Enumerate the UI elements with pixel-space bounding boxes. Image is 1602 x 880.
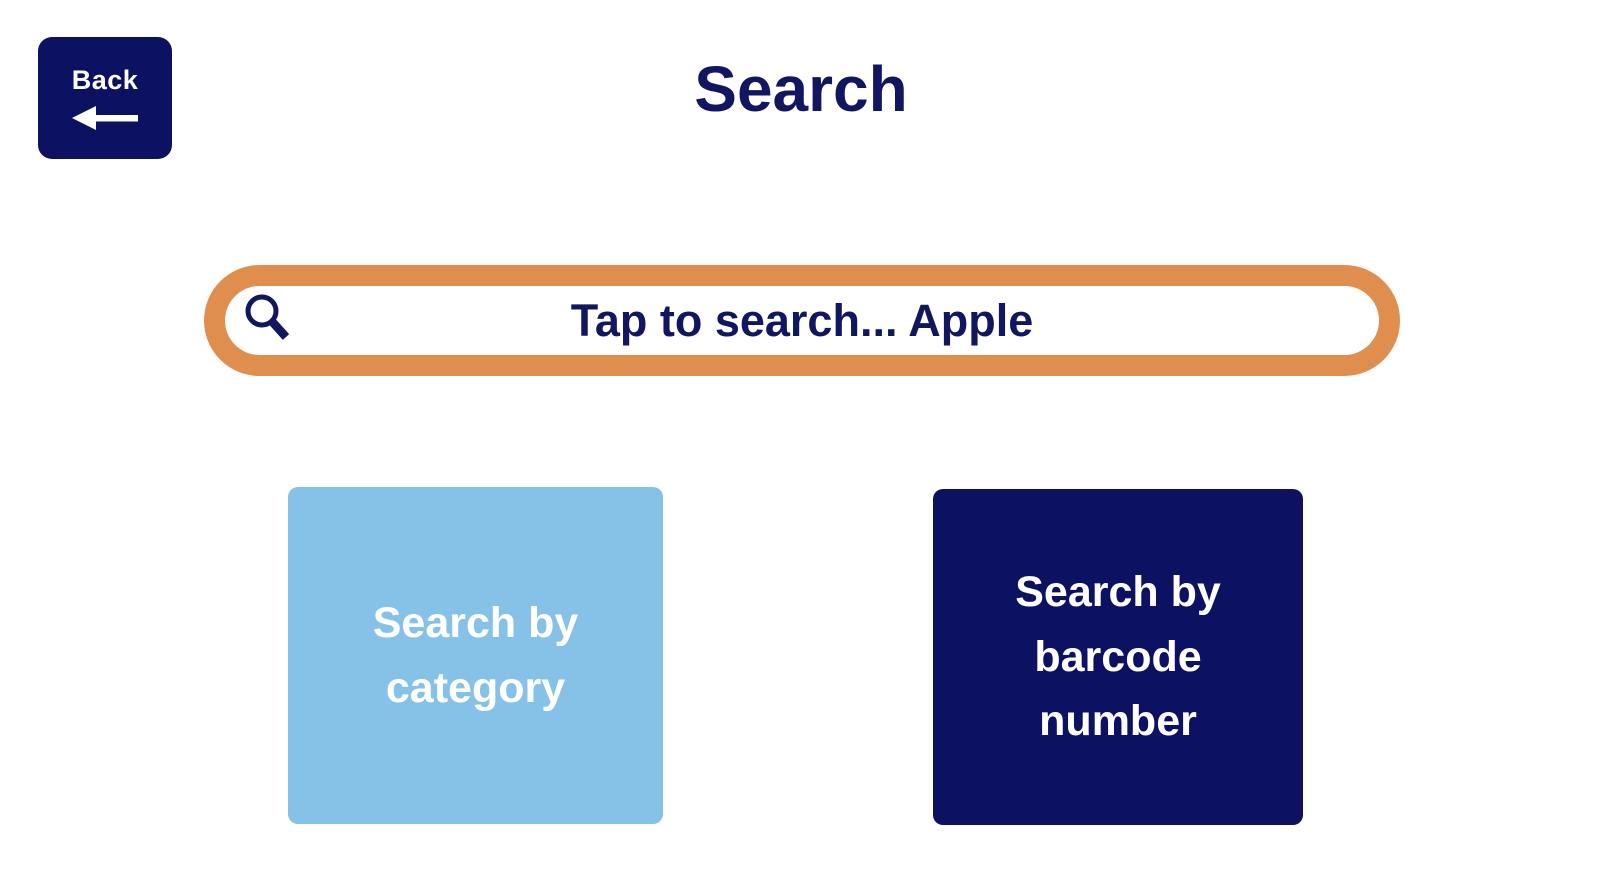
left-arrow-icon (70, 104, 140, 132)
search-input[interactable]: Tap to search... Apple (225, 286, 1379, 355)
search-input-value: Tap to search... Apple (570, 294, 1034, 346)
search-by-category-button[interactable]: Search by category (288, 487, 663, 824)
search-icon (241, 292, 299, 350)
back-button[interactable]: Back (38, 37, 172, 159)
back-button-label: Back (71, 64, 139, 95)
search-bar[interactable]: Tap to search... Apple (204, 265, 1400, 376)
search-by-barcode-button[interactable]: Search by barcode number (933, 489, 1303, 825)
page-title: Search (694, 53, 908, 125)
